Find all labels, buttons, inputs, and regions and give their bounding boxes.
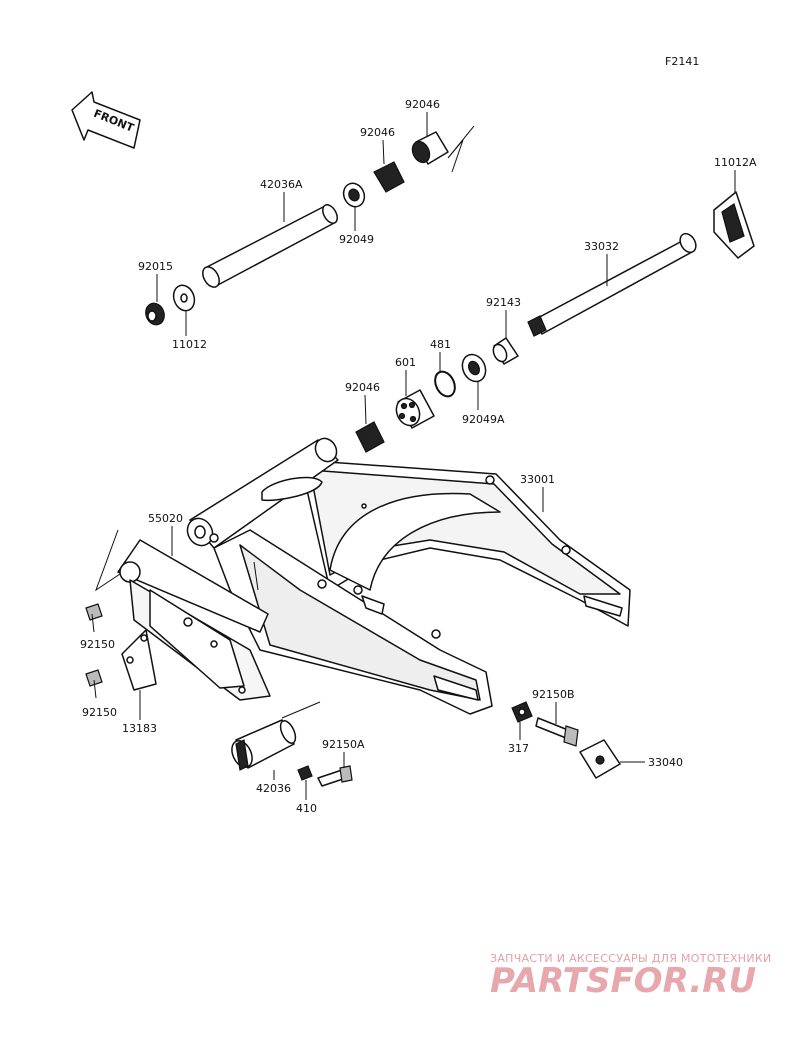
callout-410: 410: [296, 802, 317, 815]
plate-13183: [121, 629, 157, 691]
callout-33001: 33001: [520, 473, 555, 486]
callout-92150-b: 92150: [82, 706, 117, 719]
bearing-601: [395, 389, 435, 429]
callout-92046-low: 92046: [345, 381, 380, 394]
callout-92150B: 92150B: [532, 688, 575, 701]
collar-11012: [172, 284, 196, 312]
swingarm-33001: [186, 437, 631, 715]
sleeve-42036: [231, 719, 297, 771]
callout-92046-mid: 92046: [360, 126, 395, 139]
callout-11012A: 11012A: [714, 156, 757, 169]
callout-42036A: 42036A: [260, 178, 303, 191]
chain-guide-55020: [117, 539, 271, 701]
callout-33032: 33032: [584, 240, 619, 253]
callout-55020: 55020: [148, 512, 183, 525]
nut-317: [511, 701, 533, 723]
needle-bearing-92046-top: [411, 131, 449, 165]
callout-42036: 42036: [256, 782, 291, 795]
front-arrow: FRONT: [71, 91, 141, 149]
callout-92150-a: 92150: [80, 638, 115, 651]
watermark-tagline: ЗАПЧАСТИ И АКСЕССУАРЫ ДЛЯ МОТОТЕХНИКИ: [490, 952, 772, 965]
callout-33040: 33040: [648, 756, 683, 769]
adjuster-block-33040: [579, 739, 621, 779]
collar-92143: [492, 337, 519, 365]
bolt-92150-b: [85, 669, 103, 699]
nut-92015: [145, 302, 165, 326]
needle-bearing-92046-low: [355, 421, 385, 453]
callout-13183: 13183: [122, 722, 157, 735]
sleeve-42036A: [202, 204, 338, 288]
callout-601: 601: [395, 356, 416, 369]
bolt-92150B: [535, 717, 579, 747]
chain-adjuster-11012A: [713, 191, 755, 259]
callout-92150A: 92150A: [322, 738, 365, 751]
oil-seal-92049A: [461, 353, 487, 383]
circlip-481: [434, 370, 456, 398]
oil-seal-92049: [342, 182, 366, 208]
callout-92015: 92015: [138, 260, 173, 273]
callout-92049A: 92049A: [462, 413, 505, 426]
bolt-92150-a: [85, 603, 103, 633]
callout-92143: 92143: [486, 296, 521, 309]
figure-code: F2141: [665, 55, 699, 68]
callout-92049: 92049: [339, 233, 374, 246]
callout-481: 481: [430, 338, 451, 351]
callout-11012: 11012: [172, 338, 207, 351]
axle-33032: [527, 232, 697, 337]
nut-410: [297, 765, 313, 781]
callout-92046-top: 92046: [405, 98, 440, 111]
needle-bearing-92046-mid: [373, 161, 405, 193]
bolt-92150A: [317, 765, 353, 787]
callout-317: 317: [508, 742, 529, 755]
watermark-logo: PARTSFOR.RU: [490, 961, 756, 1001]
